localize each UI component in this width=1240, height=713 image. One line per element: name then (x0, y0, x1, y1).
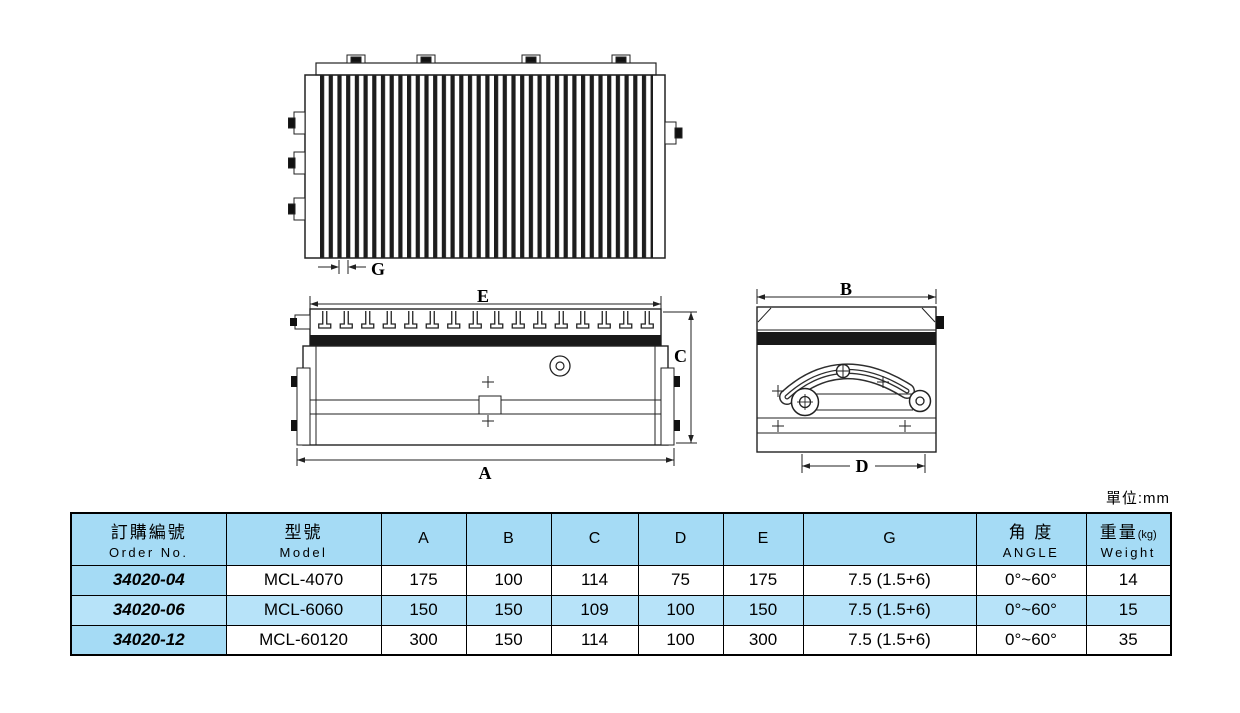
cell-e: 300 (722, 624, 804, 656)
col-header-order-zh: 訂購編號 (110, 523, 187, 543)
front-pivot-hole (549, 355, 571, 377)
front-left-end-plate (296, 367, 311, 446)
front-center-marks (482, 376, 494, 427)
cell-angle: 0°~60° (975, 624, 1087, 656)
cell-a: 175 (380, 564, 467, 596)
col-header-e-label: E (757, 530, 769, 548)
dim-label-g: G (371, 259, 385, 279)
cell-angle: 0°~60° (975, 564, 1087, 596)
col-header-a-label: A (418, 530, 429, 548)
cell-b: 150 (465, 594, 552, 626)
cell-e: 175 (722, 564, 804, 596)
col-header-b: B (465, 512, 552, 566)
dimension-c (663, 311, 697, 444)
col-header-order: 訂購編號 Order No. (70, 512, 227, 566)
col-header-weight-zh: 重量(kg) (1087, 518, 1170, 543)
col-header-angle: 角 度 ANGLE (975, 512, 1087, 566)
cell-weight: 35 (1085, 624, 1172, 656)
cell-a: 300 (380, 624, 467, 656)
front-right-end-plate (660, 367, 675, 446)
front-left-bolt (294, 314, 311, 330)
dim-label-b: B (840, 283, 852, 299)
cell-order-no: 34020-06 (70, 594, 227, 626)
top-view-laminations (320, 75, 653, 258)
dimension-g (318, 260, 366, 274)
col-header-d: D (637, 512, 724, 566)
side-angle-linkage (779, 363, 932, 417)
cell-weight: 14 (1085, 564, 1172, 596)
dimension-d (801, 454, 926, 473)
dimension-a (296, 448, 675, 466)
cell-d: 75 (637, 564, 724, 596)
top-view-bolts (346, 54, 631, 64)
dim-label-d: D (856, 456, 869, 476)
table-row: 34020-06 MCL-6060 150 150 109 100 150 7.… (70, 594, 1172, 626)
cell-e: 150 (722, 594, 804, 626)
col-header-d-label: D (674, 530, 687, 548)
col-header-model-en: Model (279, 545, 328, 561)
col-header-order-en: Order No. (108, 545, 189, 561)
col-header-c-label: C (588, 530, 601, 548)
col-header-a: A (380, 512, 467, 566)
col-header-weight-en: Weight (1100, 545, 1156, 561)
col-header-e: E (722, 512, 804, 566)
side-right-bolt (936, 316, 944, 329)
cell-b: 100 (465, 564, 552, 596)
front-center-block (478, 395, 502, 415)
cell-angle: 0°~60° (975, 594, 1087, 626)
front-view-drawing: E C (290, 290, 697, 483)
cell-g: 7.5 (1.5+6) (802, 624, 977, 656)
spec-table: 訂購編號 Order No. 型號 Model A B C D E G 角 度 … (70, 512, 1172, 656)
cell-order-no: 34020-12 (70, 624, 227, 656)
unit-label: 單位:mm (1105, 490, 1170, 507)
top-view-drawing: G (288, 54, 683, 279)
cell-d: 100 (637, 594, 724, 626)
front-pole-teeth (314, 309, 658, 335)
cell-g: 7.5 (1.5+6) (802, 564, 977, 596)
table-row: 34020-12 MCL-60120 300 150 114 100 300 7… (70, 624, 1172, 656)
dimension-b (756, 289, 937, 304)
cell-model: MCL-4070 (225, 564, 382, 596)
dim-label-a: A (479, 463, 492, 483)
cell-b: 150 (465, 624, 552, 656)
col-header-model-zh: 型號 (284, 523, 323, 543)
cell-c: 114 (550, 564, 639, 596)
col-header-g-label: G (883, 530, 896, 548)
cell-c: 109 (550, 594, 639, 626)
col-header-g: G (802, 512, 977, 566)
cell-c: 114 (550, 624, 639, 656)
cell-a: 150 (380, 594, 467, 626)
cell-model: MCL-6060 (225, 594, 382, 626)
side-view-drawing: B (756, 283, 944, 476)
col-header-weight: 重量(kg) Weight (1085, 512, 1172, 566)
col-header-angle-zh: 角 度 (1008, 523, 1054, 543)
cell-weight: 15 (1085, 594, 1172, 626)
header-row: 訂購編號 Order No. 型號 Model A B C D E G 角 度 … (70, 512, 1172, 566)
col-header-c: C (550, 512, 639, 566)
col-header-b-label: B (503, 530, 514, 548)
col-header-weight-unit: (kg) (1137, 529, 1157, 542)
dim-label-e: E (477, 290, 489, 306)
col-header-angle-en: ANGLE (1002, 545, 1060, 561)
cell-order-no: 34020-04 (70, 564, 227, 596)
table-row: 34020-04 MCL-4070 175 100 114 75 175 7.5… (70, 564, 1172, 596)
dim-label-c: C (674, 346, 687, 366)
cell-d: 100 (637, 624, 724, 656)
side-top-band (757, 332, 936, 345)
front-left-bolt-head (290, 318, 297, 326)
cell-g: 7.5 (1.5+6) (802, 594, 977, 626)
col-header-weight-zh-text: 重量 (1099, 523, 1138, 543)
top-view-mount-strip (315, 62, 657, 76)
cell-model: MCL-60120 (225, 624, 382, 656)
front-top-plate-band (310, 335, 661, 346)
top-view-side-clamps (288, 111, 683, 221)
col-header-model: 型號 Model (225, 512, 382, 566)
side-center-marks (772, 376, 911, 432)
